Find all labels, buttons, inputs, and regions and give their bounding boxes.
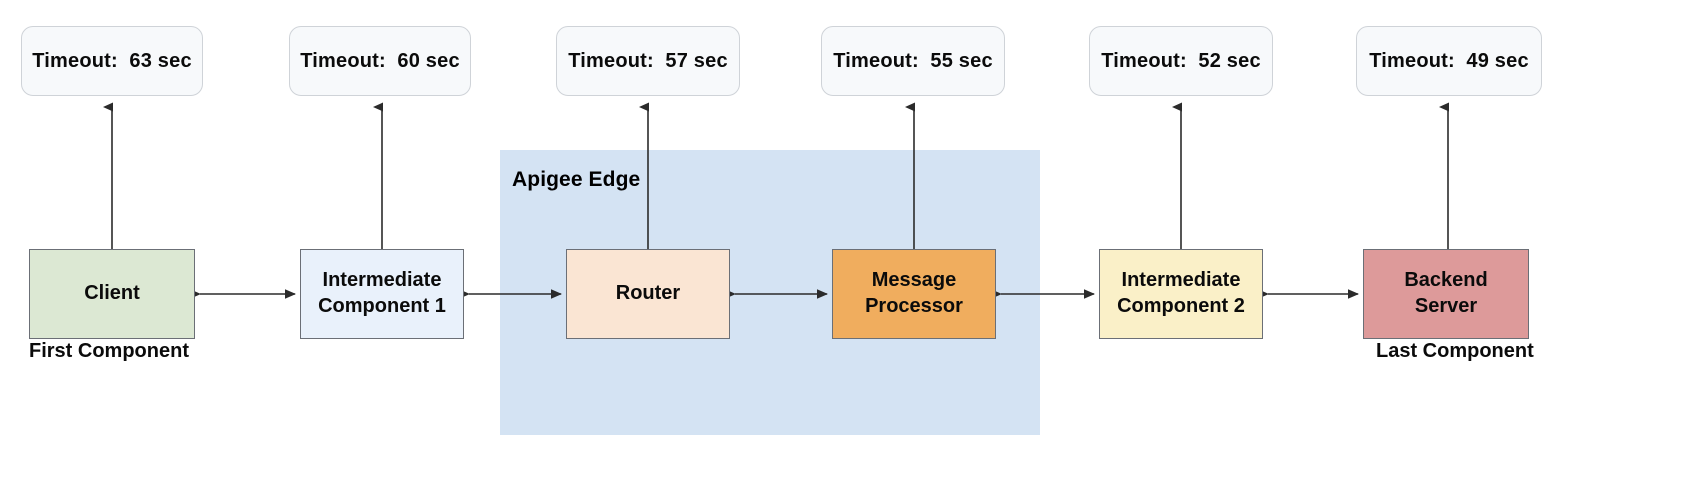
node-intermediate-component-1[interactable]: Intermediate Component 1 [300,249,464,339]
timeout-label-intermediate-2: Timeout: 52 sec [1101,49,1261,72]
node-message-processor[interactable]: Message Processor [832,249,996,339]
node-label-backend-server: Backend Server [1404,269,1488,317]
timeout-box-intermediate-1: Timeout: 60 sec [289,26,471,96]
node-intermediate-component-2[interactable]: Intermediate Component 2 [1099,249,1263,339]
caption-last-component: Last Component [1376,340,1534,362]
node-label-intermediate-component-2: Intermediate Component 2 [1117,269,1245,317]
node-label-message-processor: Message Processor [865,269,963,317]
caption-first-component: First Component [29,340,189,362]
timeout-box-router: Timeout: 57 sec [556,26,740,96]
timeout-box-intermediate-2: Timeout: 52 sec [1089,26,1273,96]
node-label-router: Router [615,282,681,305]
node-router[interactable]: Router [566,249,730,339]
node-label-client: Client [84,282,140,305]
node-label-intermediate-component-1: Intermediate Component 1 [318,269,446,317]
timeout-label-router: Timeout: 57 sec [568,49,728,72]
timeout-label-client: Timeout: 63 sec [32,49,192,72]
timeout-box-message-processor: Timeout: 55 sec [821,26,1005,96]
node-client[interactable]: Client [29,249,195,339]
apigee-edge-label: Apigee Edge [512,168,641,191]
node-backend-server[interactable]: Backend Server [1363,249,1529,339]
timeout-label-message-processor: Timeout: 55 sec [833,49,993,72]
timeout-label-intermediate-1: Timeout: 60 sec [300,49,460,72]
timeout-box-backend-server: Timeout: 49 sec [1356,26,1542,96]
timeout-label-backend-server: Timeout: 49 sec [1369,49,1529,72]
timeout-box-client: Timeout: 63 sec [21,26,203,96]
